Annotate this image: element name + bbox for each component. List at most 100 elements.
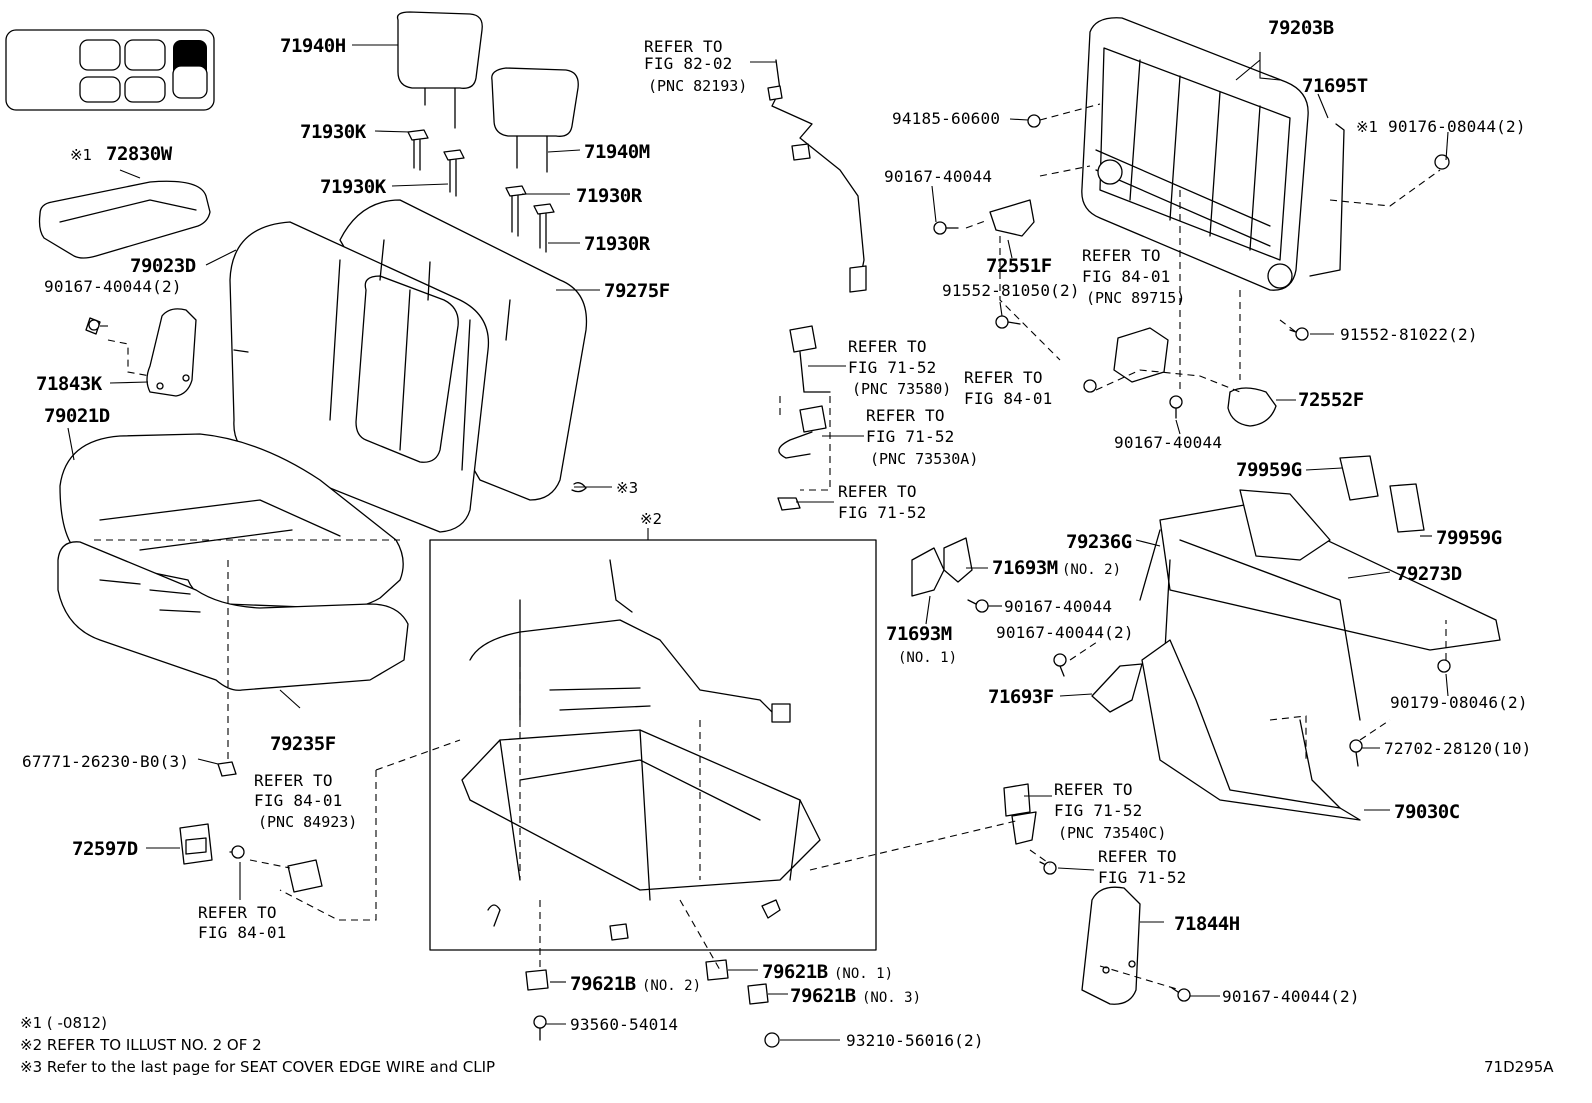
mark-2: ※2 (640, 510, 662, 528)
ref-73530A-line2: FIG 71-52 (866, 427, 955, 446)
label-90176: 90176-08044(2) (1388, 117, 1526, 136)
label-90167-40044-2-left: 90167-40044(2) (44, 277, 182, 296)
ref-73540C-line2: FIG 71-52 (1054, 801, 1143, 820)
label-94185: 94185-60600 (892, 109, 1000, 128)
label-90167-40044-top: 90167-40044 (884, 167, 992, 186)
ref-84-01-mid-line1: REFER TO (964, 368, 1043, 387)
seat-belt-buckle-73530A (778, 405, 827, 459)
seat-belt-buckle-73540C (1003, 783, 1037, 845)
ref-84923-line3: (PNC 84923) (258, 813, 357, 831)
label-71930R-a: 71930R (576, 185, 643, 207)
side-cover-71843K (85, 308, 197, 397)
ref-73580-line3: (PNC 73580) (852, 380, 951, 398)
ref-73530A-line3: (PNC 73530A) (870, 450, 978, 468)
bolt-icon (88, 114, 1451, 1048)
ref-82-02-line1: REFER TO (644, 37, 723, 56)
ref-73530A-line1: REFER TO (866, 406, 945, 425)
label-79203B: 79203B (1268, 17, 1334, 39)
ref-89715-line2: FIG 84-01 (1082, 267, 1171, 286)
diagram-code: 71D295A (1484, 1058, 1554, 1076)
label-71843K: 71843K (36, 373, 103, 395)
headrest-supports (407, 129, 555, 253)
connector-84923 (287, 859, 323, 893)
part-labels: 71940H 71940M 71930K 71930K 71930R 71930… (22, 17, 1532, 1050)
label-71693M-no2: 71693M (992, 557, 1058, 579)
reference-labels: REFER TO FIG 82-02 (PNC 82193) REFER TO … (198, 37, 1187, 942)
label-72830W: 72830W (106, 143, 173, 165)
label-67771: 67771-26230-B0(3) (22, 752, 189, 771)
ref-84-01-bottom-line1: REFER TO (198, 903, 277, 922)
label-90179: 90179-08046(2) (1390, 693, 1528, 712)
label-71930K-a: 71930K (300, 121, 367, 143)
label-72702: 72702-28120(10) (1384, 739, 1532, 758)
footnote-3: ※3 Refer to the last page for SEAT COVER… (20, 1058, 495, 1076)
label-71940H: 71940H (280, 35, 346, 57)
ref-89715-line3: (PNC 89715) (1086, 289, 1185, 307)
ref-84923-line1: REFER TO (254, 771, 333, 790)
ref-89715-line1: REFER TO (1082, 246, 1161, 265)
seat-belt-buckle-73580 (789, 325, 831, 393)
wire-harness (767, 59, 867, 293)
switch-72597D (179, 823, 213, 865)
label-93210: 93210-56016(2) (846, 1031, 984, 1050)
headrest-71940M (491, 67, 579, 173)
seat-cushion (57, 433, 409, 691)
seat-layout-icon (5, 29, 215, 111)
footnotes: ※1 ( -0812) ※2 REFER TO ILLUST NO. 2 OF … (20, 1014, 1554, 1076)
cushion-frame (1139, 455, 1501, 821)
label-79621B-no1: 79621B (762, 961, 828, 983)
label-71695T: 71695T (1302, 75, 1368, 97)
ref-82-02-line3: (PNC 82193) (648, 77, 747, 95)
bracket-72552F (1227, 387, 1277, 427)
ref-73540C-line1: REFER TO (1054, 780, 1133, 799)
label-90167-40044-2-d: 90167-40044(2) (996, 623, 1134, 642)
ref-84-01-mid-line2: FIG 84-01 (964, 389, 1053, 408)
label-90167-40044-mid: 90167-40044 (1114, 433, 1222, 452)
label-71693M-no2-suffix: (NO. 2) (1062, 562, 1121, 578)
ref-71-52-clip-line1: REFER TO (838, 482, 917, 501)
footnote-2: ※2 REFER TO ILLUST NO. 2 OF 2 (20, 1036, 262, 1054)
label-71930R-b: 71930R (584, 233, 651, 255)
control-unit-89715 (1113, 327, 1169, 383)
label-71940M: 71940M (584, 141, 650, 163)
label-79236G: 79236G (1066, 531, 1132, 553)
ref-73580-line1: REFER TO (848, 337, 927, 356)
ref-73580-line2: FIG 71-52 (848, 358, 937, 377)
ref-82-02-line2: FIG 82-02 (644, 54, 733, 73)
label-71693F: 71693F (988, 686, 1054, 708)
label-72552F: 72552F (1298, 389, 1364, 411)
label-72551F: 72551F (986, 255, 1052, 277)
assembly-lines (94, 103, 1447, 991)
label-79621B-no1-suffix: (NO. 1) (834, 966, 893, 982)
track-bracket-79621B (525, 959, 769, 1005)
seat-track-frame-box (429, 539, 877, 951)
ref-71-52-bottom-line2: FIG 71-52 (1098, 868, 1187, 887)
label-91552-81050: 91552-81050(2) (942, 281, 1080, 300)
label-90167-40044-2-e: 90167-40044(2) (1222, 987, 1360, 1006)
bracket-72551F (989, 199, 1035, 237)
ref-71-52-clip-line2: FIG 71-52 (838, 503, 927, 522)
hinge-cover-71693F (1091, 663, 1143, 713)
ref-84923-line2: FIG 84-01 (254, 791, 343, 810)
label-93560: 93560-54014 (570, 1015, 678, 1034)
label-79021D: 79021D (44, 405, 110, 427)
label-79621B-no3: 79621B (790, 985, 856, 1007)
label-79621B-no3-suffix: (NO. 3) (862, 990, 921, 1006)
label-71930K-b: 71930K (320, 176, 387, 198)
clip-icon (777, 497, 801, 511)
label-71693M-no1: 71693M (886, 623, 952, 645)
label-79023D: 79023D (130, 255, 196, 277)
label-90167-40044-c: 90167-40044 (1004, 597, 1112, 616)
label-79273D: 79273D (1396, 563, 1462, 585)
footnote-1: ※1 ( -0812) (20, 1014, 107, 1032)
label-71844H: 71844H (1174, 913, 1240, 935)
label-79275F: 79275F (604, 280, 670, 302)
hinge-cover-71693M (911, 537, 973, 597)
armrest (38, 180, 211, 259)
label-71693M-no1-suffix: (NO. 1) (898, 650, 957, 666)
ref-71-52-bottom-line1: REFER TO (1098, 847, 1177, 866)
mark-3: ※3 (616, 479, 638, 497)
mark-90176: ※1 (1356, 118, 1378, 136)
